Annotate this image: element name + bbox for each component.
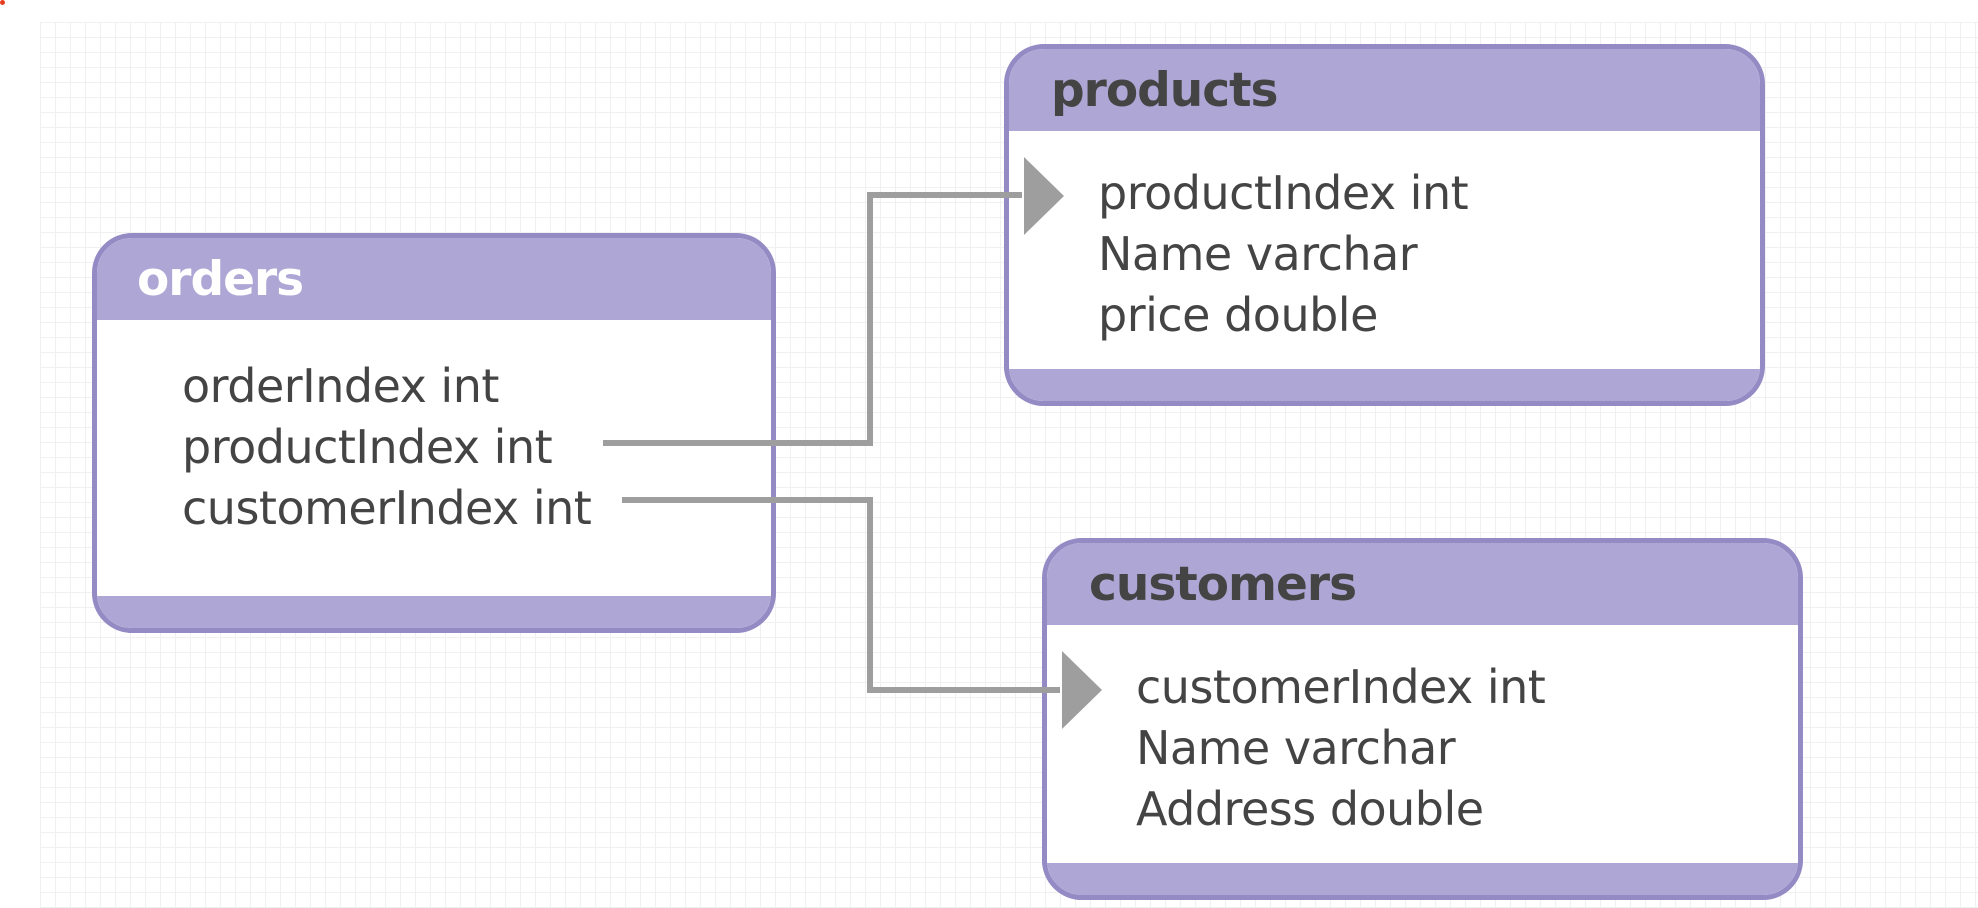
products-field-list: productIndex int Name varchar price doub… xyxy=(1098,163,1469,346)
products-table-header[interactable]: products xyxy=(1009,49,1760,131)
customers-field-name[interactable]: Name varchar xyxy=(1136,721,1456,775)
customers-table[interactable]: customers customerIndex int Name varchar… xyxy=(1042,538,1803,900)
customers-table-footer xyxy=(1047,863,1798,895)
customers-table-header[interactable]: customers xyxy=(1047,543,1798,625)
orders-table-header[interactable]: orders xyxy=(97,238,771,320)
orders-table[interactable]: orders orderIndex int productIndex int c… xyxy=(92,233,776,633)
corner-marker-dot xyxy=(0,0,5,5)
orders-field-customerindex[interactable]: customerIndex int xyxy=(182,481,592,535)
customers-table-title: customers xyxy=(1089,557,1357,612)
products-field-price[interactable]: price double xyxy=(1098,288,1378,342)
customers-field-list: customerIndex int Name varchar Address d… xyxy=(1136,657,1546,840)
orders-table-title: orders xyxy=(137,252,304,307)
orders-field-productindex[interactable]: productIndex int xyxy=(182,420,553,474)
orders-table-footer xyxy=(97,596,771,628)
customers-field-address[interactable]: Address double xyxy=(1136,782,1484,836)
customers-field-customerindex[interactable]: customerIndex int xyxy=(1136,660,1546,714)
products-field-productindex[interactable]: productIndex int xyxy=(1098,166,1469,220)
products-field-name[interactable]: Name varchar xyxy=(1098,227,1418,281)
orders-field-orderindex[interactable]: orderIndex int xyxy=(182,359,499,413)
products-table-title: products xyxy=(1051,63,1279,118)
orders-field-list: orderIndex int productIndex int customer… xyxy=(182,356,592,539)
products-table[interactable]: products productIndex int Name varchar p… xyxy=(1004,44,1765,406)
products-table-footer xyxy=(1009,369,1760,401)
